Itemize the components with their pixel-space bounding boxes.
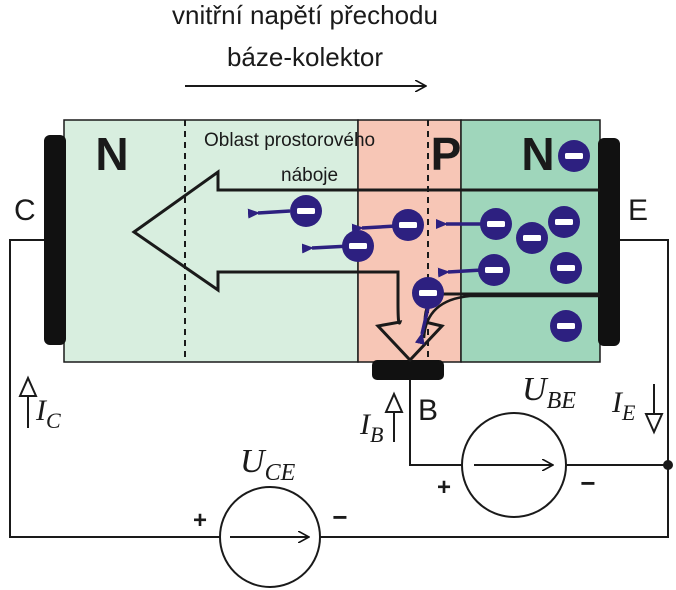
- ib-label: IB: [359, 408, 383, 447]
- base-region-label: P: [431, 128, 462, 180]
- electron-8: [548, 206, 580, 238]
- electron-4: [412, 277, 444, 309]
- uce-minus: −: [332, 502, 347, 532]
- electron-2: [342, 230, 374, 262]
- collector-contact: [44, 135, 66, 345]
- electron-arrow-6: [414, 307, 430, 345]
- electron-arrow-3: [351, 223, 397, 234]
- collector-region: [63, 119, 359, 363]
- header-line-1: vnitřní napětí přechodu: [172, 0, 438, 30]
- depletion-label-line-1: Oblast prostorového: [204, 130, 375, 151]
- electron-group: [247, 140, 590, 345]
- header-line-2: báze-kolektor: [227, 42, 383, 72]
- terminal-c-label: C: [14, 194, 36, 227]
- ube-plus: +: [437, 474, 451, 501]
- uce-plus: +: [193, 507, 207, 534]
- ie-current-arrow: [644, 384, 664, 435]
- electron-3: [392, 209, 424, 241]
- ie-label: IE: [611, 386, 636, 425]
- electron-9: [550, 252, 582, 284]
- electron-6: [478, 254, 510, 286]
- electron-arrow-5: [437, 267, 483, 278]
- electron-arrow-1: [247, 208, 291, 219]
- ube-label: UBE: [522, 371, 576, 414]
- electron-11: [558, 140, 590, 172]
- junction-dot: [663, 460, 673, 470]
- ic-current-arrow: [18, 375, 38, 428]
- depletion-label-line-2: náboje: [281, 165, 338, 186]
- electron-10: [550, 310, 582, 342]
- base-contact: [372, 360, 444, 380]
- uce-label: UCE: [240, 443, 296, 486]
- electron-7: [516, 222, 548, 254]
- emitter-wire: [316, 239, 669, 538]
- electron-5: [480, 208, 512, 240]
- ic-label: IC: [35, 394, 61, 433]
- terminal-b-label: B: [418, 394, 438, 427]
- collector-region-label: N: [95, 128, 128, 180]
- emitter-contact: [598, 138, 620, 346]
- ib-current-arrow: [384, 391, 404, 442]
- collector-wire: [9, 239, 222, 538]
- electron-1: [290, 195, 322, 227]
- terminal-e-label: E: [628, 194, 648, 227]
- ube-minus: −: [580, 468, 595, 498]
- base-recombination-arrow: [422, 294, 600, 339]
- base-region: [357, 119, 462, 363]
- emitter-region-label: N: [521, 128, 554, 180]
- base-wire: [409, 380, 462, 466]
